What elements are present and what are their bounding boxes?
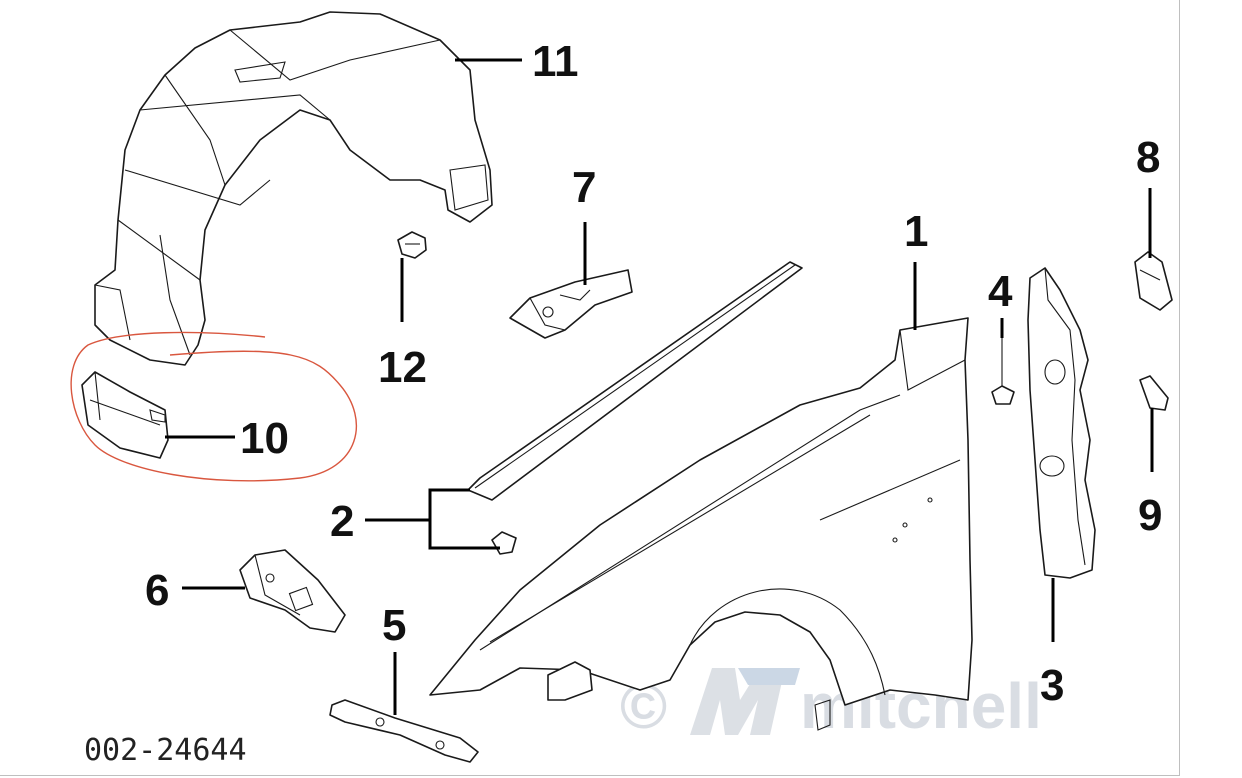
- callout-8: 8: [1136, 133, 1160, 182]
- part-10-liner-extension: [81, 371, 169, 459]
- watermark: © mitchell: [620, 668, 1042, 742]
- part-7-bracket: [509, 269, 633, 339]
- part-1-fender: [429, 317, 973, 731]
- mitchell-logo-icon: [690, 668, 800, 735]
- callout-5: 5: [382, 601, 406, 650]
- callout-2: 2: [330, 497, 354, 546]
- callout-12: 12: [378, 343, 427, 392]
- part-4-clip: [991, 335, 1015, 405]
- callout-1: 1: [904, 207, 928, 256]
- callout-3: 3: [1040, 661, 1064, 710]
- callout-6: 6: [145, 566, 169, 615]
- callout-11: 11: [532, 37, 579, 86]
- callout-labels: 11 12 10 7 1 4 8 9 3 2 6 5: [145, 37, 1162, 710]
- highlight-circle: [70, 331, 357, 482]
- diagram-frame: [0, 0, 1180, 776]
- part-8-bracket: [1134, 251, 1173, 311]
- callout-4: 4: [988, 267, 1013, 316]
- leader-lines: [165, 58, 1154, 715]
- callout-10: 10: [240, 414, 289, 463]
- part-9-clip: [1139, 375, 1169, 411]
- callout-9: 9: [1138, 491, 1162, 540]
- part-3-seal: [1027, 267, 1096, 579]
- part-6-bracket: [239, 549, 346, 633]
- figure-number: 002-24644: [84, 733, 247, 768]
- callout-7: 7: [572, 163, 596, 212]
- part-11-fender-liner: [94, 11, 493, 366]
- part-12-clip: [397, 231, 427, 259]
- part-5-brace: [329, 699, 479, 763]
